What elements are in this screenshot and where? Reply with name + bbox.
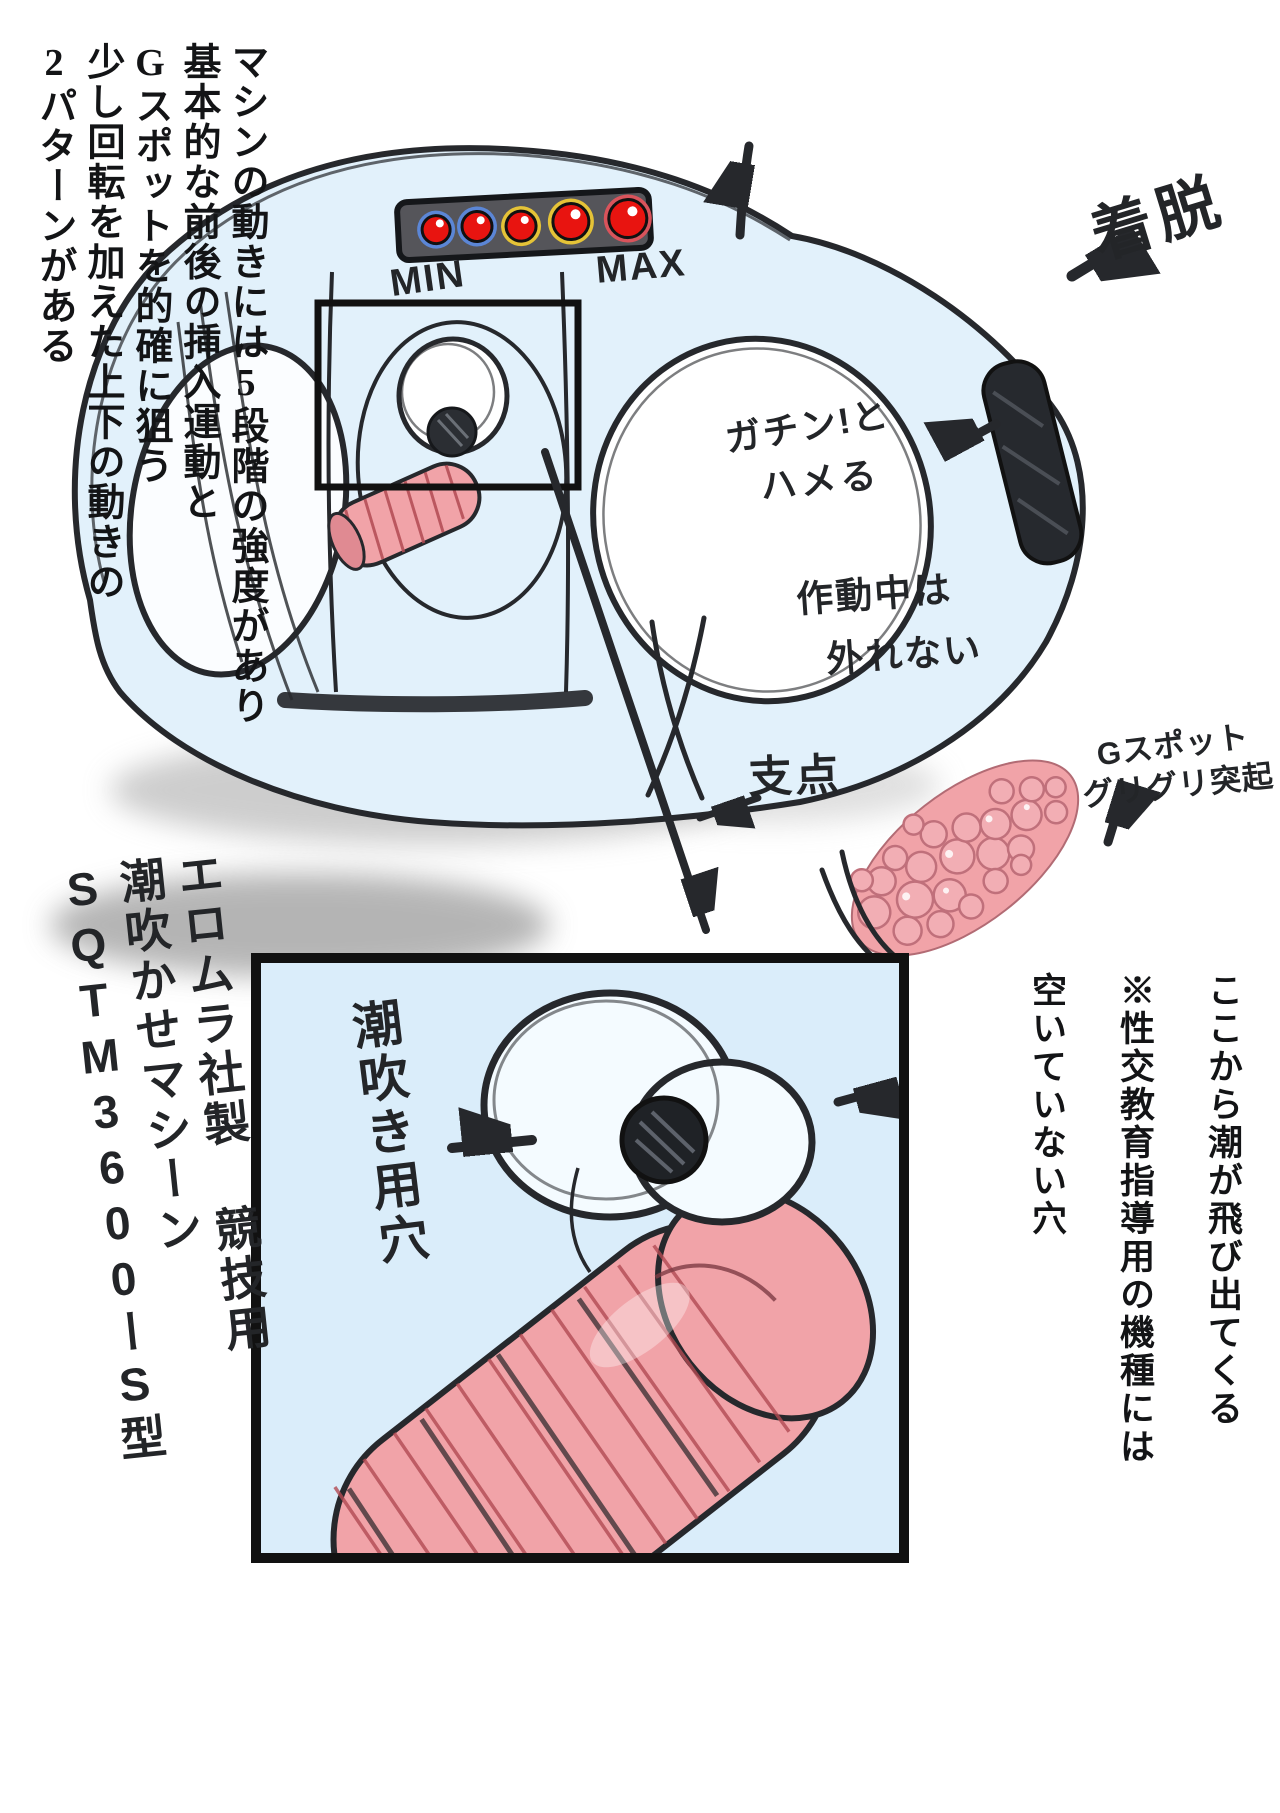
note-paragraph: ここから潮が飛び出てくる ※性交教育指導用の機種には 空いていない穴 <box>1002 972 1266 1512</box>
gspot-arrow-icon <box>1103 790 1124 847</box>
gspot-bumps <box>849 775 1069 946</box>
led-3[interactable] <box>500 205 542 247</box>
hub-ball <box>426 406 478 458</box>
gspot-attachment <box>819 759 1080 975</box>
inset-ball <box>619 1095 709 1185</box>
left-motion-streaks <box>176 291 320 701</box>
base-bar <box>277 690 593 713</box>
ring-right-opening <box>590 335 934 705</box>
note-line: ※性交教育指導用の機種には <box>1115 972 1154 1466</box>
note-line: 空いていない穴 <box>1027 972 1066 1238</box>
note-line: ここから潮が飛び出てくる <box>1203 972 1242 1428</box>
inset-spray-line <box>569 1167 592 1274</box>
locked-label-line1: 作動中は <box>795 568 954 621</box>
led-2[interactable] <box>456 205 498 247</box>
inset-insert-shaft <box>330 1186 877 1553</box>
intro-line: 2パターンがある <box>33 42 75 366</box>
arrow-up-icon <box>740 141 749 240</box>
attachment-clasp[interactable] <box>977 355 1087 569</box>
arrows <box>541 141 1124 934</box>
inset-left-arrow-icon <box>447 1140 537 1148</box>
intro-line: Gスポットを的確に狙う <box>129 42 171 486</box>
intro-paragraph: マシンの動きには5段階の強度があり 基本的な前後の挿入運動と Gスポットを的確に… <box>30 42 270 742</box>
inset-right-arrow-icon <box>833 1090 882 1102</box>
inset-zoom-box <box>251 953 909 1563</box>
intro-line: 少し回転を加えた上下の動きの <box>81 42 123 602</box>
led-1[interactable] <box>416 210 456 250</box>
inset-knob <box>480 989 816 1274</box>
intro-line: マシンの動きには5段階の強度があり <box>225 42 267 726</box>
control-panel <box>394 186 654 264</box>
zoom-callout-arrow-icon <box>541 448 706 934</box>
led-4[interactable] <box>547 197 595 245</box>
snap-arrow-icon <box>948 424 1001 450</box>
pivot-arrow-icon <box>696 794 762 818</box>
locked-label-line2: 外れない <box>825 628 984 681</box>
max-label: MAX <box>594 242 689 292</box>
zoom-target-rect <box>314 299 582 491</box>
attach-arrow-icon <box>1066 248 1118 276</box>
hub-ball-hatch <box>436 412 470 448</box>
ring-outline-sketch <box>90 152 791 583</box>
led-5[interactable] <box>603 193 653 243</box>
inset-arrows <box>447 1090 882 1148</box>
ring-right-opening-sketch <box>602 347 922 693</box>
intro-line: 基本的な前後の挿入運動と <box>177 42 219 522</box>
pivot-label: 支点 <box>747 750 843 803</box>
